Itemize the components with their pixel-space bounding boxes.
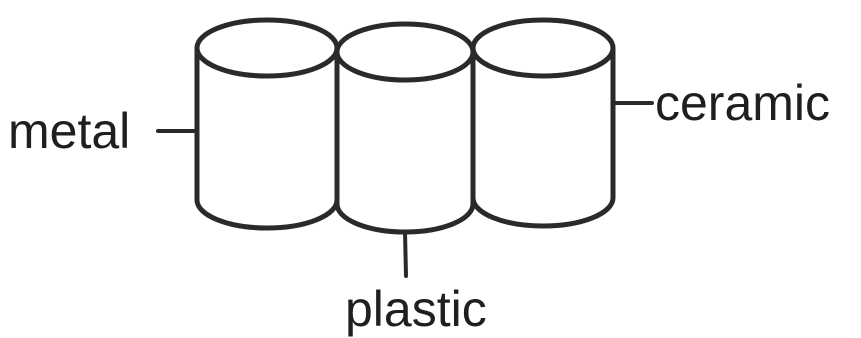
ceramic-cylinder	[473, 20, 613, 226]
ceramic-label: ceramic	[655, 75, 830, 131]
plastic-cylinder	[337, 24, 473, 232]
plastic-leader-line	[405, 232, 406, 276]
plastic-label: plastic	[345, 281, 487, 337]
metal-cylinder	[197, 20, 337, 228]
metal-label: metal	[8, 103, 130, 159]
